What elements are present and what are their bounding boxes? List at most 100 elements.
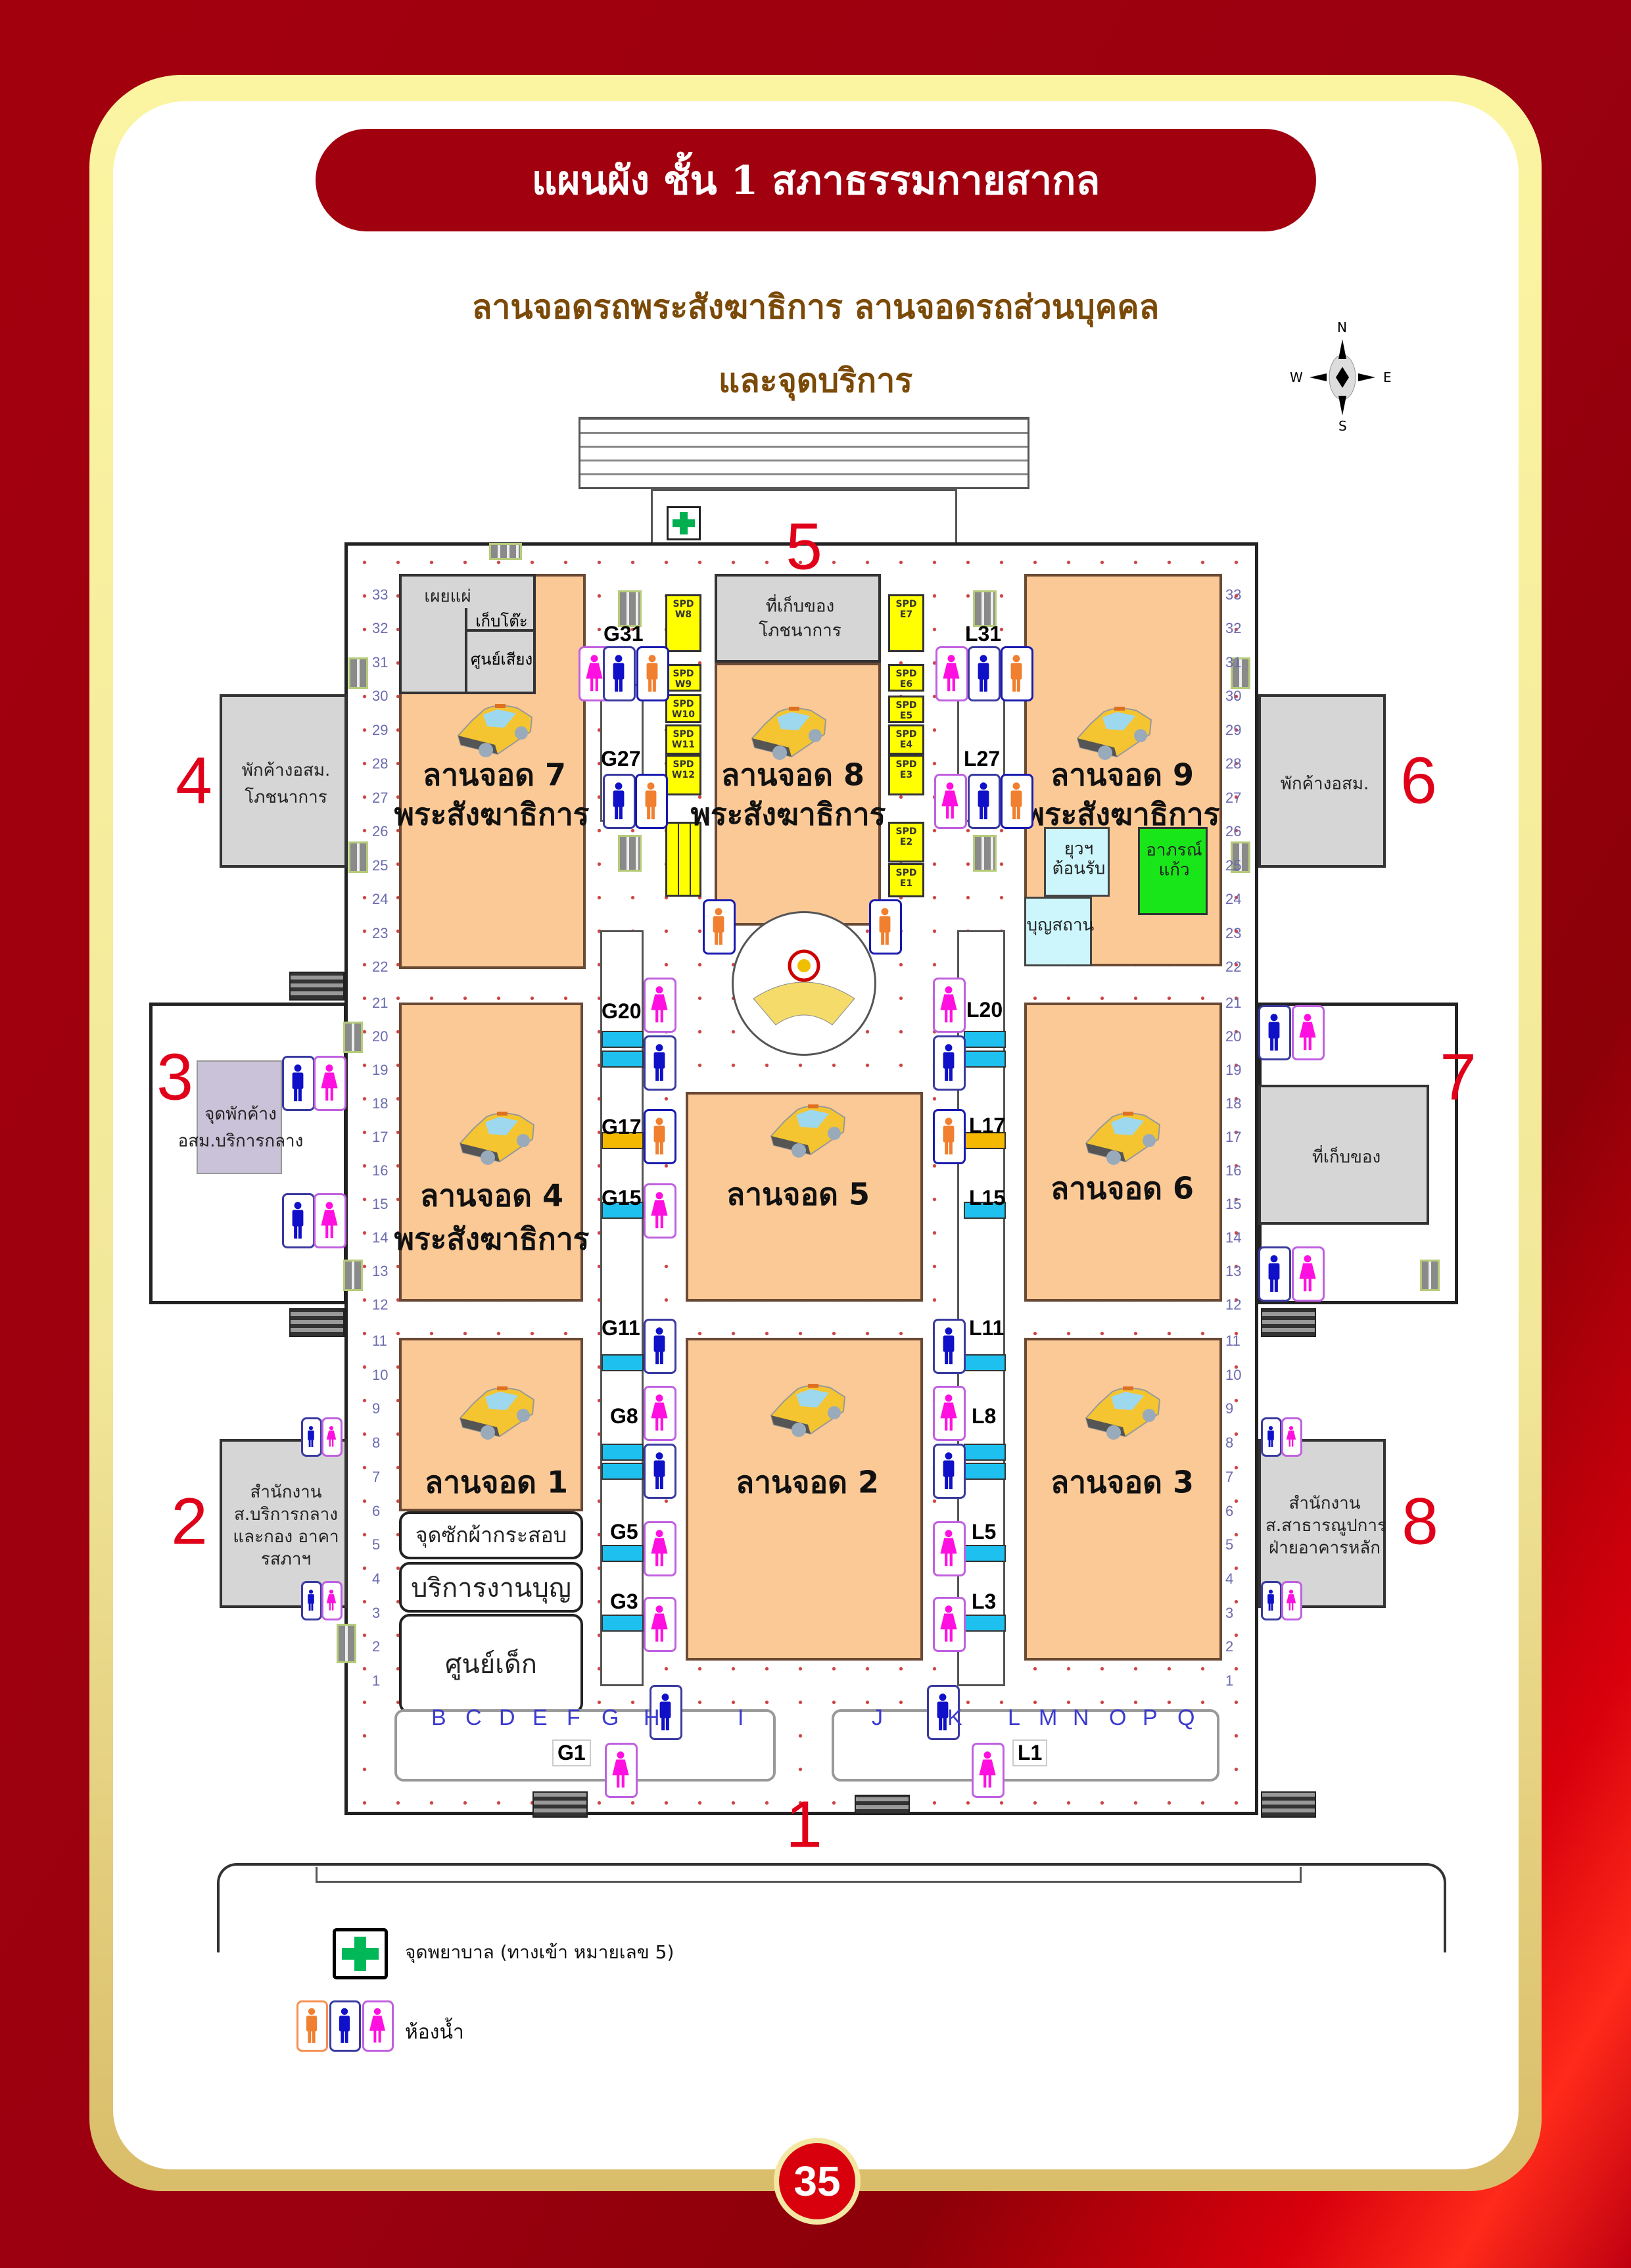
escalator-icon — [1231, 657, 1250, 689]
corridor-marker — [602, 1615, 644, 1632]
row-number: 5 — [372, 1536, 381, 1553]
row-number: 28 — [372, 755, 389, 772]
corridor-marker — [602, 1202, 644, 1219]
row-number: 23 — [372, 924, 389, 941]
female-restroom-icon — [972, 1743, 1005, 1798]
female-restroom-icon — [314, 1056, 346, 1111]
row-number: 13 — [372, 1263, 389, 1280]
entrance-4: 4 — [176, 744, 212, 818]
wing-7-label: ที่เก็บของ — [1312, 1147, 1381, 1168]
escalator-icon — [343, 1260, 363, 1291]
row-number: 20 — [372, 1028, 389, 1045]
spd-booth-east: SPD E5 — [888, 696, 924, 723]
row-number: 4 — [372, 1570, 381, 1587]
row-number: 20 — [1225, 1028, 1242, 1045]
row-number: 31 — [372, 653, 389, 671]
monk-restroom-icon — [933, 1109, 966, 1164]
row-number: 31 — [1225, 653, 1242, 671]
male-restroom-icon — [282, 1056, 315, 1111]
wing-4-label: พักค้างอสม. โภชนาการ — [241, 761, 331, 807]
entrance-7: 7 — [1440, 1040, 1477, 1114]
escalator-icon — [618, 590, 642, 627]
row-number: 19 — [1225, 1062, 1242, 1079]
escalator-icon — [973, 835, 997, 872]
stairs-icon — [532, 1791, 588, 1818]
road-lane — [316, 1867, 1302, 1883]
row-number: 7 — [372, 1468, 381, 1485]
lot-5-name: ลานจอด 5 — [726, 1176, 870, 1212]
female-restroom-icon — [644, 1521, 676, 1576]
publicity-room: เผยแผ่ เก็บโต๊ะ ศูนย์เสียง — [399, 574, 536, 694]
male-restroom-icon — [282, 1193, 315, 1248]
female-restroom-icon — [644, 1597, 676, 1652]
female-restroom-icon — [933, 1521, 966, 1576]
female-restroom-icon — [934, 774, 967, 829]
row-number: 8 — [372, 1434, 381, 1452]
row-number: 1 — [1225, 1672, 1234, 1689]
corridor-marker — [602, 1463, 644, 1480]
stairs-icon — [1261, 1308, 1316, 1337]
restroom-label-l27: L27 — [964, 747, 1001, 770]
spd-booth-east: SPD E7 — [888, 594, 924, 652]
column-letter: G — [602, 1705, 619, 1730]
row-number: 21 — [372, 995, 389, 1011]
row-number: 25 — [372, 857, 389, 874]
merit-place: บุญสถาน — [1024, 897, 1094, 966]
corridor-marker — [964, 1545, 1006, 1562]
parking-lot-4 — [399, 1003, 583, 1302]
corridor-marker — [602, 1031, 644, 1048]
column-letter: L — [1008, 1705, 1020, 1730]
parking-lot-8 — [715, 663, 881, 926]
stairs-icon — [1261, 1791, 1316, 1818]
restroom-label-l8: L8 — [972, 1404, 997, 1428]
female-restroom-icon — [644, 1386, 676, 1441]
monk-restroom-icon — [635, 774, 668, 829]
row-number: 15 — [372, 1196, 389, 1213]
legend-first-aid-icon — [333, 1928, 388, 1979]
lot-4-sub: พระสังฆาธิการ — [394, 1221, 590, 1257]
column-letter: J — [872, 1705, 883, 1730]
row-number: 21 — [1225, 995, 1242, 1011]
row-number: 30 — [372, 688, 389, 705]
escalator-icon — [337, 1624, 356, 1663]
car-icon — [454, 1377, 539, 1443]
restroom-label-l15: L15 — [969, 1186, 1006, 1210]
restroom-label-g17: G17 — [602, 1115, 642, 1139]
male-restroom-icon — [301, 1417, 322, 1457]
row-number: 5 — [1225, 1536, 1234, 1553]
corridor-marker — [964, 1202, 1006, 1219]
row-number: 22 — [1225, 958, 1242, 976]
escalator-icon — [343, 1022, 363, 1053]
glass-robe-label-1: อาภรณ์ — [1146, 840, 1202, 861]
male-restroom-icon — [644, 1444, 676, 1499]
kids-center: ศูนย์เด็ก — [399, 1614, 583, 1714]
column-letter: H — [644, 1705, 660, 1730]
entrance-3: 3 — [156, 1040, 193, 1114]
male-restroom-icon — [933, 1035, 966, 1091]
entrance-5: 5 — [786, 509, 822, 584]
legend-restroom-icons — [296, 2000, 395, 2053]
restroom-label-l5: L5 — [972, 1520, 997, 1544]
row-number: 24 — [372, 891, 389, 908]
lot-7-sub: พระสังฆาธิการ — [394, 796, 590, 832]
male-restroom-icon — [968, 646, 1001, 701]
wing-3-label: จุดพักค้าง อสม.บริการกลาง — [177, 1104, 304, 1151]
column-letter: P — [1143, 1705, 1158, 1730]
wing-7-room: ที่เก็บของ — [1258, 1085, 1429, 1225]
restroom-label-g15: G15 — [602, 1186, 642, 1210]
merit-service: บริการงานบุญ — [399, 1562, 583, 1613]
male-restroom-icon — [644, 1035, 676, 1091]
male-restroom-icon — [329, 2000, 361, 2052]
female-restroom-icon — [1292, 1005, 1325, 1060]
wing-2-label: สำนักงาน ส.บริการกลาง และกอง อาคารสภาฯ — [233, 1482, 339, 1569]
female-restroom-icon — [321, 1417, 343, 1457]
row-number: 17 — [1225, 1129, 1242, 1146]
row-number: 10 — [372, 1366, 389, 1383]
row-number: 27 — [1225, 789, 1242, 806]
car-icon — [1079, 1377, 1165, 1443]
entrance-6: 6 — [1400, 744, 1437, 818]
car-icon — [765, 1375, 850, 1440]
compass-n: N — [1337, 319, 1347, 335]
escalator-icon — [489, 543, 522, 560]
male-restroom-icon — [650, 1685, 682, 1740]
